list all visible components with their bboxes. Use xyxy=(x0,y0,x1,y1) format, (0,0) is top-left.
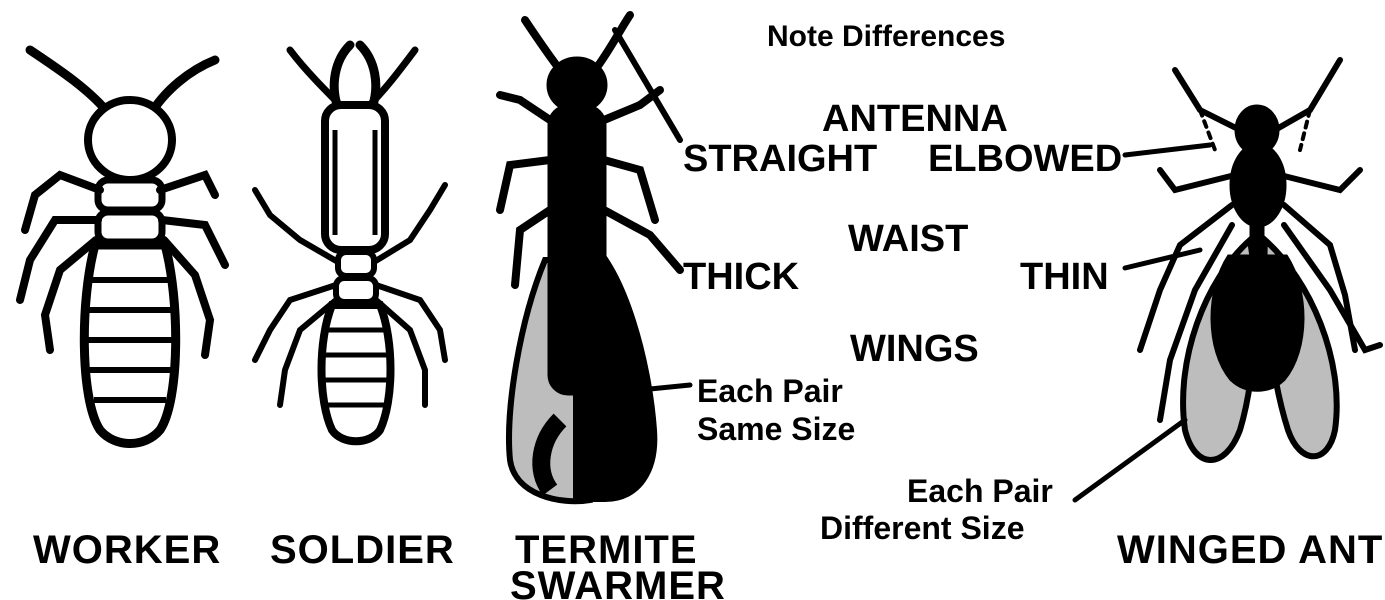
antenna-termite-label: STRAIGHT xyxy=(683,140,877,178)
waist-ant-label: THIN xyxy=(1020,258,1109,296)
swarmer-label-line2: SWARMER xyxy=(510,566,726,600)
wings-termite-line2: Same Size xyxy=(697,413,855,447)
diagram-title: Note Differences xyxy=(767,20,1005,54)
soldier-termite-illustration xyxy=(255,45,445,441)
winged-ant-label: WINGED ANT xyxy=(1117,530,1383,570)
worker-termite-illustration xyxy=(20,50,225,444)
winged-ant-illustration xyxy=(1075,60,1380,500)
wings-termite-line1: Each Pair xyxy=(697,375,843,409)
wings-ant-line1: Each Pair xyxy=(907,475,1053,509)
termite-swarmer-illustration xyxy=(500,15,690,501)
antenna-heading: ANTENNA xyxy=(822,100,1008,138)
antenna-ant-label: ELBOWED xyxy=(928,140,1122,178)
wings-heading: WINGS xyxy=(850,330,979,368)
worker-label: WORKER xyxy=(33,530,221,570)
waist-heading: WAIST xyxy=(848,220,968,258)
wings-ant-line2: Different Size xyxy=(820,512,1024,546)
waist-termite-label: THICK xyxy=(683,258,799,296)
soldier-label: SOLDIER xyxy=(270,530,455,570)
